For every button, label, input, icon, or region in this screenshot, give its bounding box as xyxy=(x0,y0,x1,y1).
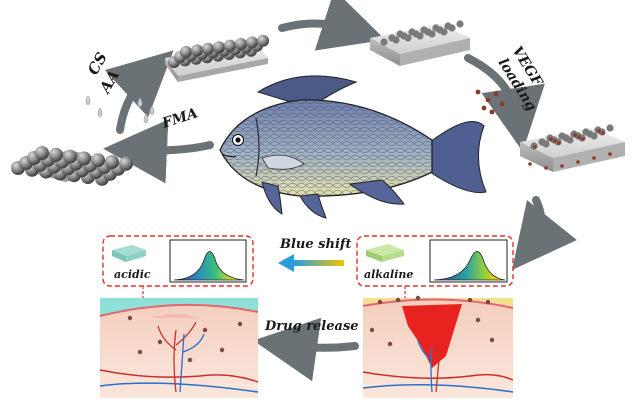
particle xyxy=(601,131,605,135)
particle xyxy=(77,151,91,166)
particle xyxy=(597,129,601,133)
particle xyxy=(467,297,473,303)
particle xyxy=(388,34,396,42)
particle xyxy=(475,317,481,323)
particle xyxy=(380,38,388,46)
particle xyxy=(608,152,612,156)
fish-illustration xyxy=(219,75,487,219)
alkaline-panel: alkaline xyxy=(356,235,514,302)
label-alkaline: alkaline xyxy=(364,268,413,281)
acidic-panel: acidic xyxy=(102,235,254,302)
particle xyxy=(533,145,537,149)
particle xyxy=(180,46,192,58)
particle xyxy=(573,133,577,137)
label-blue-shift: Blue shift xyxy=(279,237,351,252)
particle xyxy=(553,139,557,143)
vegf-molecules xyxy=(475,89,505,115)
wound-skin-cross-section xyxy=(362,295,514,398)
particle xyxy=(377,299,383,305)
arrow-right-down xyxy=(512,196,577,270)
particle xyxy=(557,141,561,145)
particle xyxy=(560,164,564,168)
particle xyxy=(456,20,464,28)
particle xyxy=(592,156,596,160)
particle xyxy=(157,339,163,345)
arrow-vegf xyxy=(464,54,545,152)
blue-shift-arrow xyxy=(278,254,344,272)
particle xyxy=(219,347,225,353)
particle xyxy=(432,24,440,32)
particle xyxy=(224,39,236,52)
particle xyxy=(187,357,193,363)
particle xyxy=(49,147,63,162)
particle xyxy=(63,149,77,164)
arrow-drug-release xyxy=(253,317,359,382)
healed-skin-cross-section xyxy=(99,298,259,398)
particle xyxy=(415,295,421,301)
particle xyxy=(395,297,401,303)
particle xyxy=(191,44,203,57)
process-arrows xyxy=(103,0,577,382)
water-drop-icon xyxy=(85,95,155,124)
particle xyxy=(485,299,491,305)
particle xyxy=(444,22,452,30)
particle xyxy=(246,36,258,49)
particle xyxy=(606,124,614,132)
particle xyxy=(577,135,581,139)
particle xyxy=(420,26,428,34)
particle xyxy=(137,349,143,355)
particle xyxy=(396,30,404,38)
label-acidic: acidic xyxy=(114,268,151,281)
spectrum-peak-icon xyxy=(433,251,506,281)
particle xyxy=(558,132,566,140)
particle xyxy=(544,166,548,170)
particle xyxy=(549,137,553,141)
label-fma: FMA xyxy=(159,105,200,132)
particle xyxy=(105,155,119,169)
particle xyxy=(408,28,416,36)
acidic-scaffold xyxy=(112,245,146,262)
arrow-fma xyxy=(103,119,214,184)
particle xyxy=(119,156,133,171)
particle xyxy=(127,315,133,321)
porous-scaffold xyxy=(370,20,470,66)
vegf-loaded-scaffold xyxy=(520,124,625,172)
particle xyxy=(91,153,105,168)
particle xyxy=(369,327,375,333)
particle xyxy=(257,34,269,47)
particle xyxy=(237,321,243,327)
particle xyxy=(528,162,532,166)
particle xyxy=(235,38,247,50)
particle xyxy=(576,160,580,164)
particle xyxy=(489,337,495,343)
particle xyxy=(202,327,208,333)
particle xyxy=(581,137,585,141)
alkaline-scaffold xyxy=(366,244,404,262)
particle xyxy=(582,128,590,136)
colloidal-template-left xyxy=(10,146,133,186)
label-drug-release: Drug release xyxy=(264,319,359,334)
template-block-top xyxy=(165,34,269,82)
particle xyxy=(202,42,214,55)
particle xyxy=(213,41,225,54)
arrow-top xyxy=(278,0,386,51)
particle xyxy=(538,138,546,146)
particle xyxy=(387,341,393,347)
particle xyxy=(35,146,49,160)
spectrum-peak-icon xyxy=(173,251,245,281)
